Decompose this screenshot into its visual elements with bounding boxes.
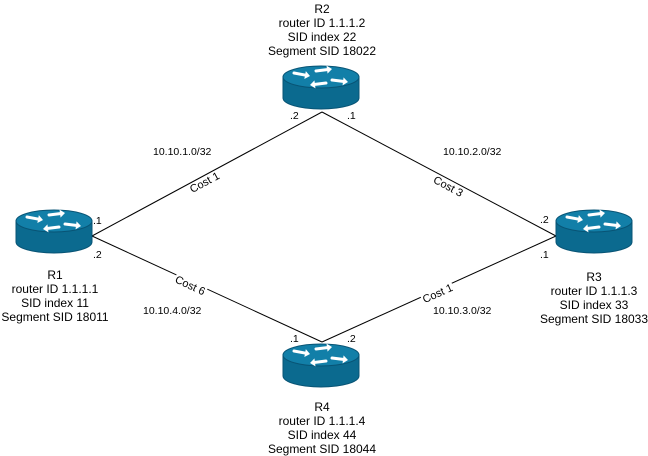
router-name: R1 (47, 268, 63, 282)
link-r2-r3 (321, 111, 557, 237)
interface-label-r1-r2-a: .1 (93, 215, 102, 227)
segment-sid: Segment SID 18044 (267, 442, 377, 456)
segment-sid: Segment SID 18033 (539, 312, 648, 326)
router-label-r4: R4 router ID 1.1.1.4 SID index 44 Segmen… (268, 400, 376, 456)
router-r4-icon (282, 342, 360, 390)
router-label-r1: R1 router ID 1.1.1.1 SID index 11 Segmen… (1, 268, 108, 324)
subnet-label-r1-r2: 10.10.1.0/32 (153, 146, 212, 158)
subnet-label-r1-r4: 10.10.4.0/32 (143, 305, 202, 317)
interface-label-r3-r4-a: .1 (540, 249, 549, 261)
interface-label-r1-r2-b: .2 (290, 110, 299, 122)
interface-label-r2-r3-a: .1 (347, 110, 356, 122)
sid-index: SID index 33 (559, 298, 629, 312)
segment-sid: Segment SID 18022 (267, 44, 377, 58)
router-r3-icon (555, 208, 633, 256)
sid-index: SID index 22 (287, 30, 357, 44)
router-label-r2: R2 router ID 1.1.1.2 SID index 22 Segmen… (268, 2, 376, 58)
router-name: R2 (314, 2, 330, 16)
router-id: router ID 1.1.1.1 (11, 282, 99, 296)
router-r2-icon (282, 64, 360, 112)
router-label-r3: R3 router ID 1.1.1.3 SID index 33 Segmen… (540, 270, 648, 326)
router-name: R4 (314, 400, 330, 414)
subnet-label-r3-r4: 10.10.3.0/32 (433, 305, 492, 317)
router-id: router ID 1.1.1.3 (550, 284, 638, 298)
interface-label-r2-r3-b: .2 (540, 214, 549, 226)
sid-index: SID index 44 (287, 428, 357, 442)
interface-label-r3-r4-b: .2 (347, 333, 356, 345)
interface-label-r1-r4-b: .1 (290, 333, 299, 345)
router-r1-icon (15, 208, 93, 256)
router-id: router ID 1.1.1.2 (278, 16, 366, 30)
router-id: router ID 1.1.1.4 (278, 414, 366, 428)
subnet-label-r2-r3: 10.10.2.0/32 (443, 146, 502, 158)
interface-label-r1-r4-a: .2 (93, 249, 102, 261)
sid-index: SID index 11 (21, 296, 89, 310)
router-name: R3 (586, 270, 602, 284)
segment-sid: Segment SID 18011 (1, 310, 109, 324)
